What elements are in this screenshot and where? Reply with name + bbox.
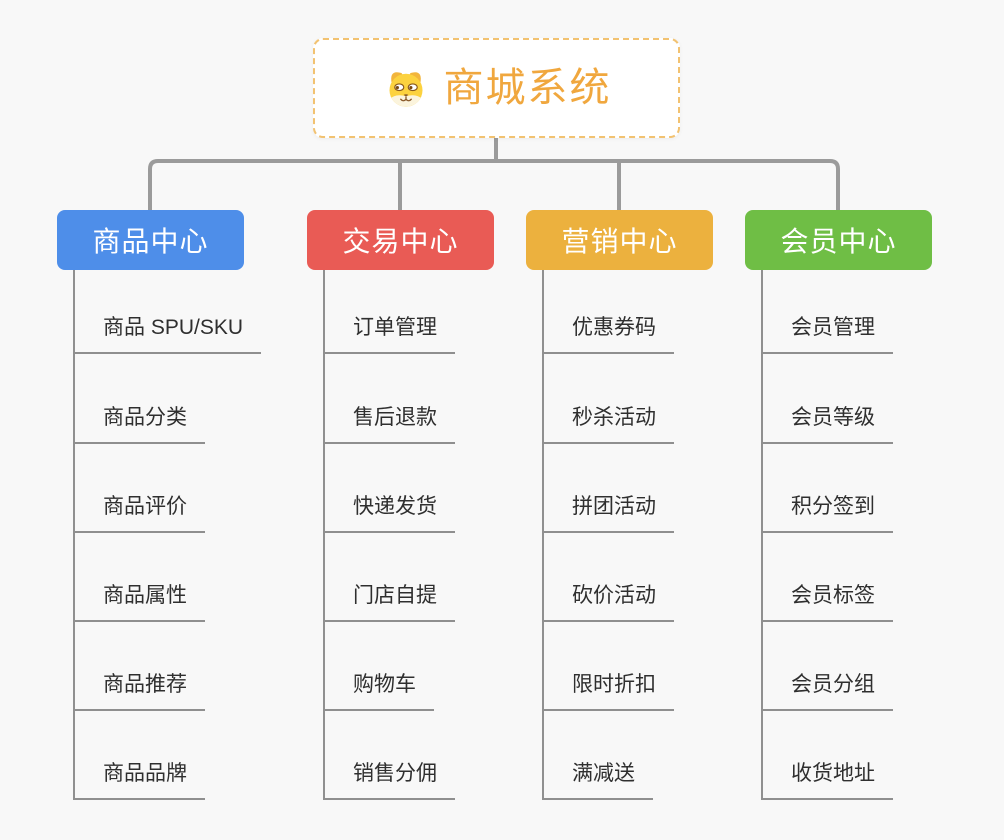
sub-topic[interactable]: 会员管理 — [761, 314, 893, 354]
category-topic[interactable]: 营销中心 — [526, 210, 713, 270]
branch-column: 营销中心优惠券码秒杀活动拼团活动砍价活动限时折扣满减送 — [526, 210, 786, 800]
sub-topic[interactable]: 优惠券码 — [542, 314, 674, 354]
sub-topic[interactable]: 门店自提 — [323, 582, 455, 622]
sub-topic[interactable]: 拼团活动 — [542, 493, 674, 533]
sub-topic[interactable]: 商品推荐 — [73, 671, 205, 711]
sub-topic[interactable]: 秒杀活动 — [542, 404, 674, 444]
sub-topic[interactable]: 商品分类 — [73, 404, 205, 444]
sub-topic[interactable]: 商品属性 — [73, 582, 205, 622]
branch-column: 商品中心商品 SPU/SKU 商品分类商品评价商品属性商品推荐商品品牌 — [57, 210, 317, 800]
category-topic[interactable]: 交易中心 — [307, 210, 494, 270]
branch-column: 会员中心会员管理会员等级积分签到会员标签会员分组收货地址 — [745, 210, 1004, 800]
branch-trunk-line — [73, 270, 75, 800]
sub-topic[interactable]: 商品品牌 — [73, 760, 205, 800]
dog-face-icon — [389, 72, 422, 107]
root-topic[interactable]: 商城系统 — [313, 38, 680, 138]
sub-topic[interactable]: 满减送 — [542, 760, 653, 800]
sub-topic[interactable]: 销售分佣 — [323, 760, 455, 800]
sub-topic[interactable]: 购物车 — [323, 671, 434, 711]
sub-topic[interactable]: 商品 SPU/SKU — [73, 314, 262, 354]
category-topic[interactable]: 会员中心 — [745, 210, 932, 270]
branch-trunk-line — [542, 270, 544, 800]
sub-topic[interactable]: 收货地址 — [761, 760, 893, 800]
branch-trunk-line — [761, 270, 763, 800]
sub-topic[interactable]: 快递发货 — [323, 493, 455, 533]
sub-topic[interactable]: 砍价活动 — [542, 582, 674, 622]
sub-topic[interactable]: 售后退款 — [323, 404, 455, 444]
sub-topic[interactable]: 限时折扣 — [542, 671, 674, 711]
sub-topic[interactable]: 积分签到 — [761, 493, 893, 533]
sub-topic[interactable]: 商品评价 — [73, 493, 205, 533]
sub-topic[interactable]: 会员分组 — [761, 671, 893, 711]
sub-topic[interactable]: 会员标签 — [761, 582, 893, 622]
root-title: 商城系统 — [443, 66, 612, 110]
branch-trunk-line — [323, 270, 325, 800]
branch-column: 交易中心订单管理售后退款快递发货门店自提购物车销售分佣 — [307, 210, 567, 800]
category-topic[interactable]: 商品中心 — [57, 210, 244, 270]
sub-topic[interactable]: 订单管理 — [323, 314, 455, 354]
sub-topic[interactable]: 会员等级 — [761, 404, 893, 444]
